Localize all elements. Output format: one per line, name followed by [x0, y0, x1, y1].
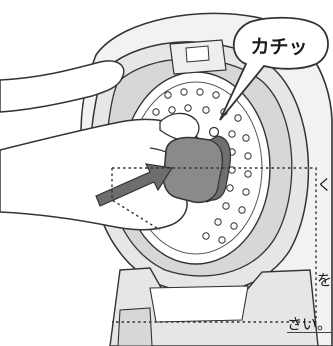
note-text-line-3: さい。 — [287, 316, 332, 332]
hinge-left — [118, 308, 152, 346]
center-screw — [210, 128, 219, 137]
cooker-front-inner — [150, 286, 248, 322]
click-sound-label: カチッ — [232, 25, 326, 65]
lid-latch-notch — [186, 46, 209, 62]
release-button — [164, 138, 223, 203]
note-text-line-2: を — [317, 272, 332, 288]
note-text-line-1: く — [317, 177, 332, 193]
